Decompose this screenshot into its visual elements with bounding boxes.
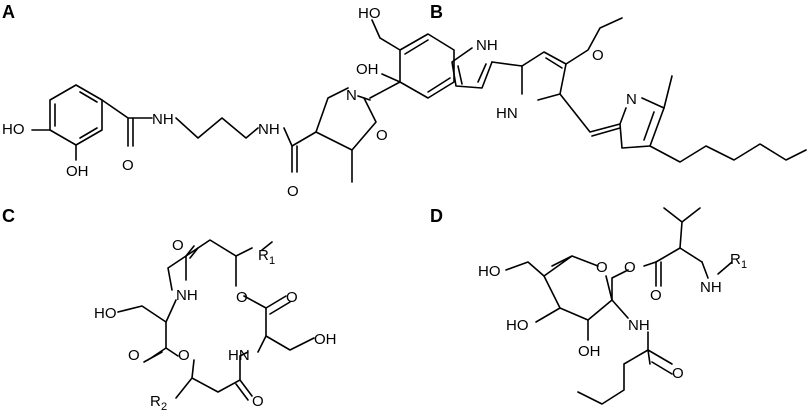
panel-d-amine: NH R 1 <box>700 251 747 296</box>
panel-c-atom-nh: NH <box>176 287 198 304</box>
panel-c-label: C <box>2 206 15 226</box>
panel-d-atom-r1: R <box>730 251 741 268</box>
panel-c-atom-r1: R <box>258 247 269 264</box>
panel-a-label: A <box>2 2 15 22</box>
panel-d-atom-nh: NH <box>628 317 650 334</box>
panel-d-label: D <box>430 206 443 226</box>
panel-a-atom-o-carbonyl-2: O <box>287 183 299 200</box>
panel-a-bonds <box>31 19 455 183</box>
panel-d-atom-ho-2: HO <box>506 317 529 334</box>
panel-c-atom-ho: HO <box>94 305 117 322</box>
panel-d: D HO O O O NH R 1 HO <box>430 206 747 405</box>
panel-a-atom-o-carbonyl-1: O <box>122 157 134 174</box>
panel-a-atom-oh-1: OH <box>66 163 89 180</box>
panel-c-atom-o-1: O <box>172 237 184 254</box>
panel-c-r2: R 2 <box>150 393 167 413</box>
panel-c-atom-oh: OH <box>314 331 337 348</box>
panel-a-atom-ho-1: HO <box>2 121 25 138</box>
panel-d-bonds <box>505 207 703 405</box>
panel-d-atom-ho-1: HO <box>478 263 501 280</box>
panel-a-atom-ho-2: HO <box>358 5 381 22</box>
panel-b-atom-n: N <box>626 91 637 108</box>
panel-a: A HO OH O NH <box>2 2 455 200</box>
panel-c-atom-o-4: O <box>128 347 140 364</box>
panel-c-atom-r2-subscript: 2 <box>161 401 167 413</box>
panel-a-atom-nh-1: NH <box>152 111 174 128</box>
panel-d-atom-nh-amine: NH <box>700 279 722 296</box>
panel-b-label: B <box>430 2 443 22</box>
panel-d-atom-oh: OH <box>578 343 601 360</box>
panel-c-atom-hn: HN <box>228 347 250 364</box>
panel-a-atom-n: N <box>346 87 357 104</box>
panel-c-atom-r2: R <box>150 393 161 410</box>
panel-b-atom-nh: NH <box>476 37 498 54</box>
panel-b-bonds <box>451 17 807 163</box>
panel-a-atom-nh-2: NH <box>258 121 280 138</box>
panel-b-atom-hn: HN <box>496 105 518 122</box>
panel-c-atom-o-6: O <box>252 393 264 410</box>
panel-c-atom-r1-subscript: 1 <box>269 255 275 267</box>
panel-c: C O R 1 NH O O HO O O HN <box>2 206 337 413</box>
panel-c-bonds <box>117 239 315 401</box>
panel-b: B NH HN O N <box>430 2 807 163</box>
panel-c-atom-o-2: O <box>236 289 248 306</box>
panel-c-atom-o-5: O <box>178 347 190 364</box>
panel-b-atom-o: O <box>592 47 604 64</box>
panel-a-atom-o-ring: O <box>376 127 388 144</box>
panel-d-atom-o-ring: O <box>596 259 608 276</box>
panel-c-atom-o-3: O <box>286 289 298 306</box>
panel-d-atom-o-ester: O <box>624 259 636 276</box>
panel-c-r1: R 1 <box>258 247 275 267</box>
panel-d-atom-r1-subscript: 1 <box>741 259 747 271</box>
panel-d-atom-o-amide: O <box>672 365 684 382</box>
panel-a-atom-oh-2: OH <box>356 61 379 78</box>
panel-d-atom-o-carbonyl: O <box>650 287 662 304</box>
